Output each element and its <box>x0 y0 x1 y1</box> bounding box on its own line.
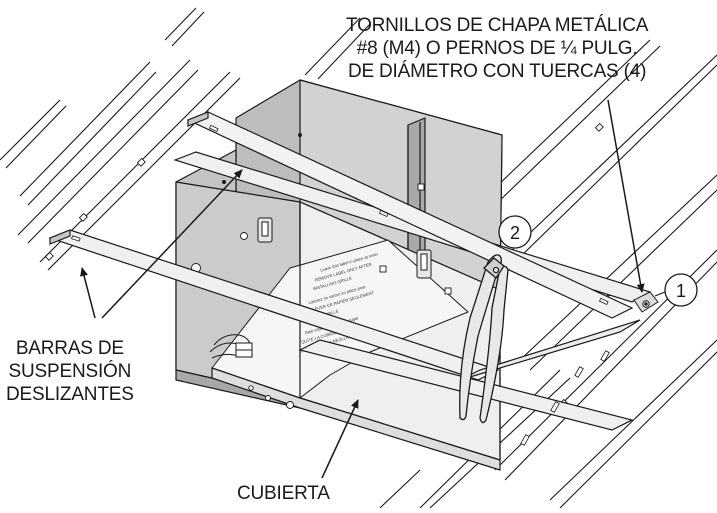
pliers-icon <box>459 254 509 424</box>
cover-leader-arrow <box>321 399 359 479</box>
callout-1-number: 1 <box>676 281 686 301</box>
screws-label-line-3: DE DIÁMETRO CON TUERCAS (4) <box>347 61 647 82</box>
cover-label: CUBIERTA <box>237 482 330 505</box>
leader-arrows <box>80 99 645 479</box>
housing-box <box>175 79 503 471</box>
callout-2-number: 2 <box>510 223 520 243</box>
wire-connector-icon <box>209 334 253 359</box>
callout-1: 1 <box>654 273 698 307</box>
bars-label-line-3: DESLIZANTES <box>6 384 134 405</box>
callout-2: 2 <box>498 215 532 249</box>
screws-label-line-1: TORNILLOS DE CHAPA METÁLICA <box>346 15 649 36</box>
spring-clips <box>257 217 432 279</box>
screws-leader-arrow <box>607 99 645 293</box>
bars-leader-arrow-right <box>101 169 243 319</box>
cover-label-text: CUBIERTA <box>237 483 330 504</box>
bar-slots <box>71 124 610 446</box>
bars-label: BARRAS DE SUSPENSIÓN DESLIZANTES <box>6 337 134 406</box>
screws-label-line-2: #8 (M4) O PERNOS DE ¼ PULG. <box>356 38 638 59</box>
bars-label-line-1: BARRAS DE <box>15 338 124 359</box>
bars-leader-arrow-left <box>80 267 96 319</box>
screw-icon <box>633 291 659 313</box>
screws-label: TORNILLOS DE CHAPA METÁLICA #8 (M4) O PE… <box>346 14 648 83</box>
bars-label-line-2: SUSPENSIÓN <box>8 361 132 382</box>
